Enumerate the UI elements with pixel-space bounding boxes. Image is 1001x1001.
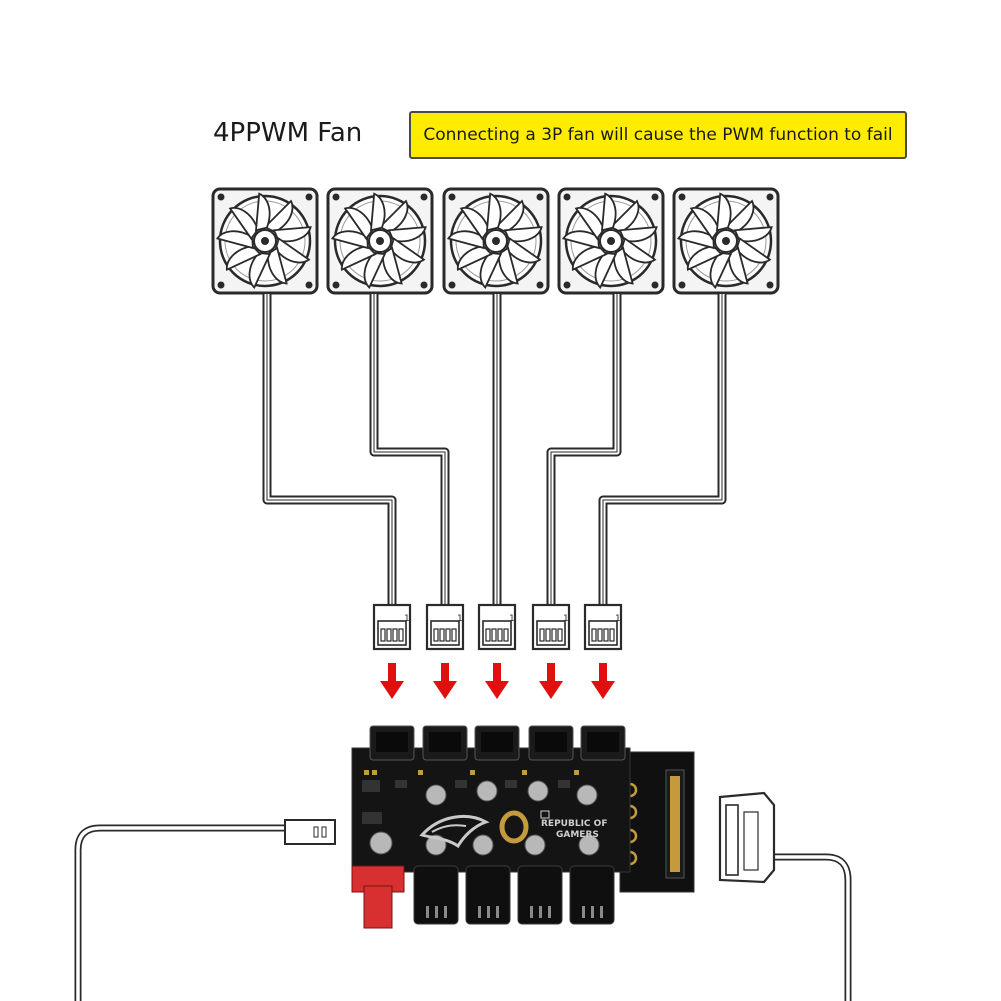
- sata-cable: [718, 791, 852, 1001]
- arrow-down-icon: [485, 663, 509, 699]
- header-socket: [528, 725, 574, 761]
- left-cable: [74, 819, 336, 1001]
- diagram-title: 4PPWM Fan: [213, 118, 363, 148]
- header-socket: [369, 725, 415, 761]
- arrow-down-icon: [433, 663, 457, 699]
- pin-label: 1: [615, 614, 621, 624]
- fan-icon: [442, 187, 550, 295]
- header-socket: [474, 725, 520, 761]
- arrow-down-icon: [539, 663, 563, 699]
- fan-icon: [211, 187, 319, 295]
- header-socket: [580, 725, 626, 761]
- fan-hub-board: REPUBLIC OF GAMERS: [351, 725, 695, 929]
- pin-label: 1: [404, 614, 410, 624]
- pin-label: 1: [509, 614, 515, 624]
- warning-banner: Connecting a 3P fan will cause the PWM f…: [409, 111, 907, 159]
- connector-icon: [531, 603, 571, 651]
- pin-label: 1: [563, 614, 569, 624]
- pin-label: 1: [457, 614, 463, 624]
- fan-icon: [326, 187, 434, 295]
- connector-icon: [477, 603, 517, 651]
- hub-logo-line2: GAMERS: [556, 830, 599, 840]
- fan-icon: [557, 187, 665, 295]
- fan-cables: [262, 294, 727, 606]
- connector-icon: [583, 603, 623, 651]
- header-socket: [422, 725, 468, 761]
- connector-icon: [425, 603, 465, 651]
- connector-icon: [284, 819, 336, 845]
- hub-logo-line1: REPUBLIC OF: [541, 819, 607, 829]
- arrow-down-icon: [591, 663, 615, 699]
- connector-icon: [372, 603, 412, 651]
- fan-icon: [672, 187, 780, 295]
- arrow-down-icon: [380, 663, 404, 699]
